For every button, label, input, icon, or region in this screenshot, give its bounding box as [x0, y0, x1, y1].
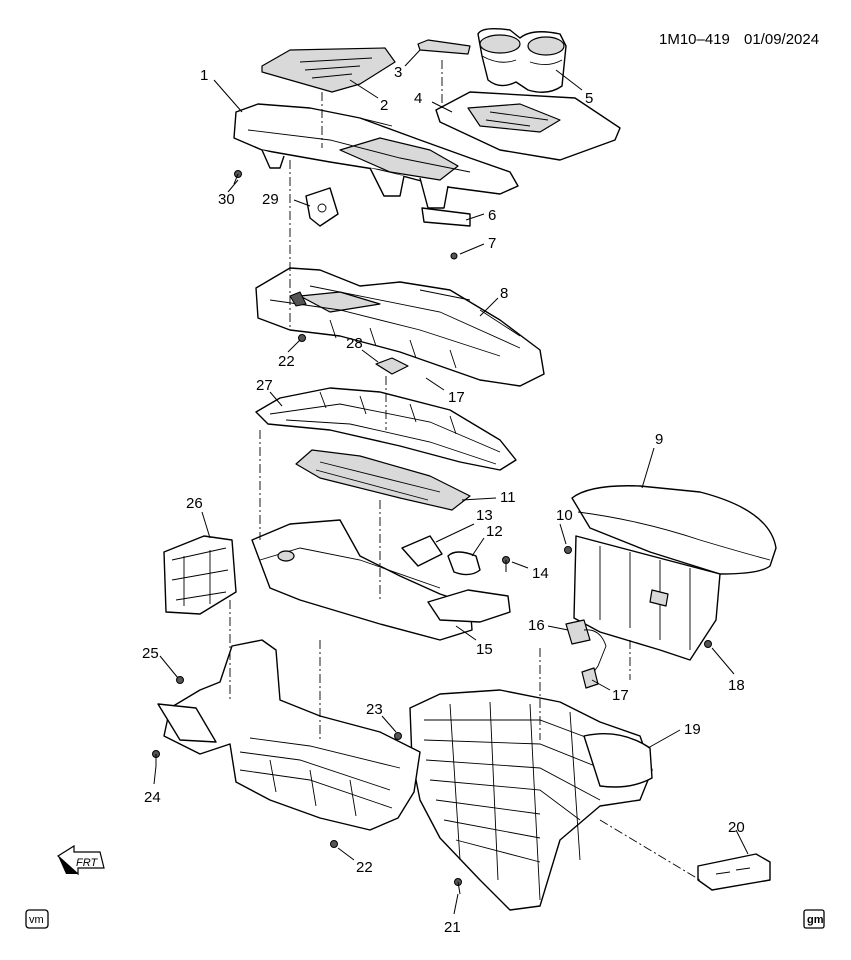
gm-logo-icon: gm	[803, 909, 825, 929]
screw-23-icon	[394, 732, 402, 740]
callout-7: 7	[488, 235, 496, 252]
screw-10-icon	[564, 546, 572, 554]
part-15-hinge	[427, 589, 511, 623]
callout-27: 27	[256, 377, 273, 394]
part-2-tray-mat	[261, 47, 396, 93]
callout-8: 8	[500, 285, 508, 302]
screw-7-icon	[450, 252, 458, 260]
callout-24: 24	[144, 789, 161, 806]
screw-30-icon	[233, 170, 242, 185]
part-15-storage-bin	[251, 519, 473, 641]
screw-22-lower-icon	[330, 840, 338, 848]
part-1-console-upper	[233, 103, 519, 227]
front-arrow-icon: FRT	[57, 844, 105, 876]
callout-17-lower: 17	[612, 687, 629, 704]
callout-10: 10	[556, 507, 573, 524]
part-9-armrest	[571, 485, 777, 661]
part-8-console-base	[255, 267, 545, 387]
callout-14: 14	[532, 565, 549, 582]
callout-19: 19	[684, 721, 701, 738]
callout-3: 3	[394, 64, 402, 81]
callout-29: 29	[262, 191, 279, 208]
callout-26: 26	[186, 495, 203, 512]
part-13-latch	[401, 535, 443, 567]
screw-24-icon	[152, 750, 160, 766]
callout-22-upper: 22	[278, 353, 295, 370]
callout-labels: 1 2 3 4 5 6 7 8 9 10 11 12 13 14 15 16 1…	[142, 64, 745, 936]
callout-22-lower: 22	[356, 859, 373, 876]
callout-13: 13	[476, 507, 493, 524]
callout-17-upper: 17	[448, 389, 465, 406]
callout-9: 9	[655, 431, 663, 448]
callout-6: 6	[488, 207, 496, 224]
part-29-bracket	[305, 187, 339, 227]
alignment-lines	[229, 60, 701, 881]
callout-2: 2	[380, 97, 388, 114]
part-5-cup-holder	[477, 27, 567, 93]
screw-21-icon	[454, 878, 462, 895]
callout-20: 20	[728, 819, 745, 836]
callout-25: 25	[142, 645, 159, 662]
callout-12: 12	[486, 523, 503, 540]
diagram-date: 01/09/2024	[744, 31, 819, 48]
screw-14-icon	[502, 556, 510, 572]
front-label: FRT	[76, 857, 98, 869]
callout-28: 28	[346, 335, 363, 352]
callout-16: 16	[528, 617, 545, 634]
callout-21: 21	[444, 919, 461, 936]
leader-lines	[153, 49, 749, 915]
callout-1: 1	[200, 67, 208, 84]
vm-badge-label: vm	[29, 914, 44, 926]
lower-base-tray	[157, 639, 421, 831]
callout-11: 11	[500, 489, 516, 506]
callout-5: 5	[585, 90, 593, 107]
part-11-tray-mat	[295, 449, 471, 511]
part-20-bracket	[697, 853, 771, 891]
part-16-harness	[565, 619, 607, 689]
diagram-id: 1M10–419	[659, 31, 730, 48]
screw-25-icon	[176, 676, 184, 684]
part-28-sensor	[375, 357, 409, 375]
callout-15: 15	[476, 641, 493, 658]
callout-18: 18	[728, 677, 745, 694]
vm-badge: vm	[25, 909, 49, 929]
callout-4: 4	[414, 90, 422, 107]
part-4-bezel-plate	[435, 91, 621, 161]
fasteners	[152, 170, 712, 895]
callout-30: 30	[218, 191, 235, 208]
part-26-side-bracket	[163, 535, 237, 615]
gm-badge-label: gm	[807, 914, 824, 926]
part-3-trim	[417, 39, 471, 55]
callout-23: 23	[366, 701, 383, 718]
part-12-button	[447, 551, 481, 576]
part-19-lower-frame	[409, 689, 653, 911]
screw-18-icon	[704, 640, 712, 648]
screw-22-upper-icon	[298, 334, 306, 342]
